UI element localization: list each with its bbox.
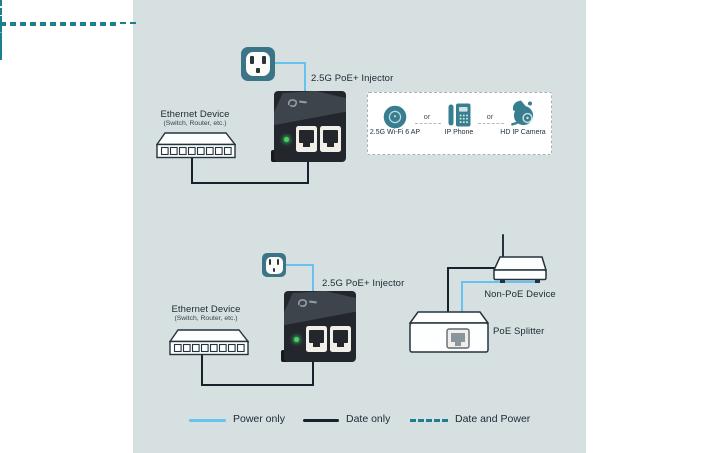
data-and-power-line [0,24,116,26]
non-poe-device-icon [492,234,548,283]
ethernet-device-label: Ethernet Device [171,304,241,315]
legend-data-line [303,419,339,422]
ethernet-device-sublabel: (Switch, Router, etc.) [174,315,238,322]
data-and-power-line [0,26,2,60]
power-outlet-icon [262,253,286,277]
poe-splitter-icon [409,311,489,353]
data-line [191,158,193,184]
power-line [461,281,463,313]
outlet-face [265,256,283,274]
data-line [447,267,497,269]
data-line [201,384,314,386]
or-divider [415,123,441,124]
device-label: IP Phone [444,129,474,136]
status-led [294,337,299,342]
data-line [312,362,314,386]
data-line [447,267,449,313]
poe-injector-device [271,91,346,162]
ethernet-switch-icon [156,132,236,159]
or-divider [478,123,504,124]
wifi-ap-icon [383,105,407,129]
ethernet-device-sublabel: (Switch, Router, etc.) [163,120,227,127]
outlet-face [246,52,270,76]
data-line [201,355,203,386]
rj45-port [306,326,327,352]
ethernet-device-label: Ethernet Device [160,109,230,120]
poe-injector-device [281,291,356,362]
power-line [312,264,314,294]
or-label: or [423,112,431,121]
data-and-power-line [0,0,2,24]
rj45-port [319,126,341,152]
or-label: or [486,112,494,121]
power-line [304,62,306,95]
injector-label: 2.5G PoE+ Injector [322,278,405,289]
data-line [191,182,309,184]
legend-label-data: Date only [346,413,391,425]
power-line [286,264,314,266]
poe-splitter-label: PoE Splitter [493,326,545,337]
power-outlet-icon [241,47,275,81]
tp-link-logo [287,99,307,108]
data-line [307,162,309,184]
legend-label-power: Power only [233,413,285,425]
ethernet-switch-icon [169,329,249,356]
legend-label-data-power: Date and Power [455,413,531,425]
status-led [284,137,289,142]
data-and-power-line [0,22,136,24]
non-poe-device-label: Non-PoE Device [484,289,556,300]
device-label: HD IP Camera [500,129,546,136]
legend-power-line [189,419,226,422]
rj45-port [329,326,351,352]
ip-camera-icon [511,100,534,126]
device-label: 2.5G Wi-Fi 6 AP [369,129,421,136]
legend-data-power-line [410,419,448,422]
diagram-background [133,0,586,453]
rj45-port [296,126,317,152]
ip-phone-icon [448,103,471,127]
tp-link-logo [297,299,317,308]
injector-label: 2.5G PoE+ Injector [311,73,394,84]
power-line [275,62,306,64]
